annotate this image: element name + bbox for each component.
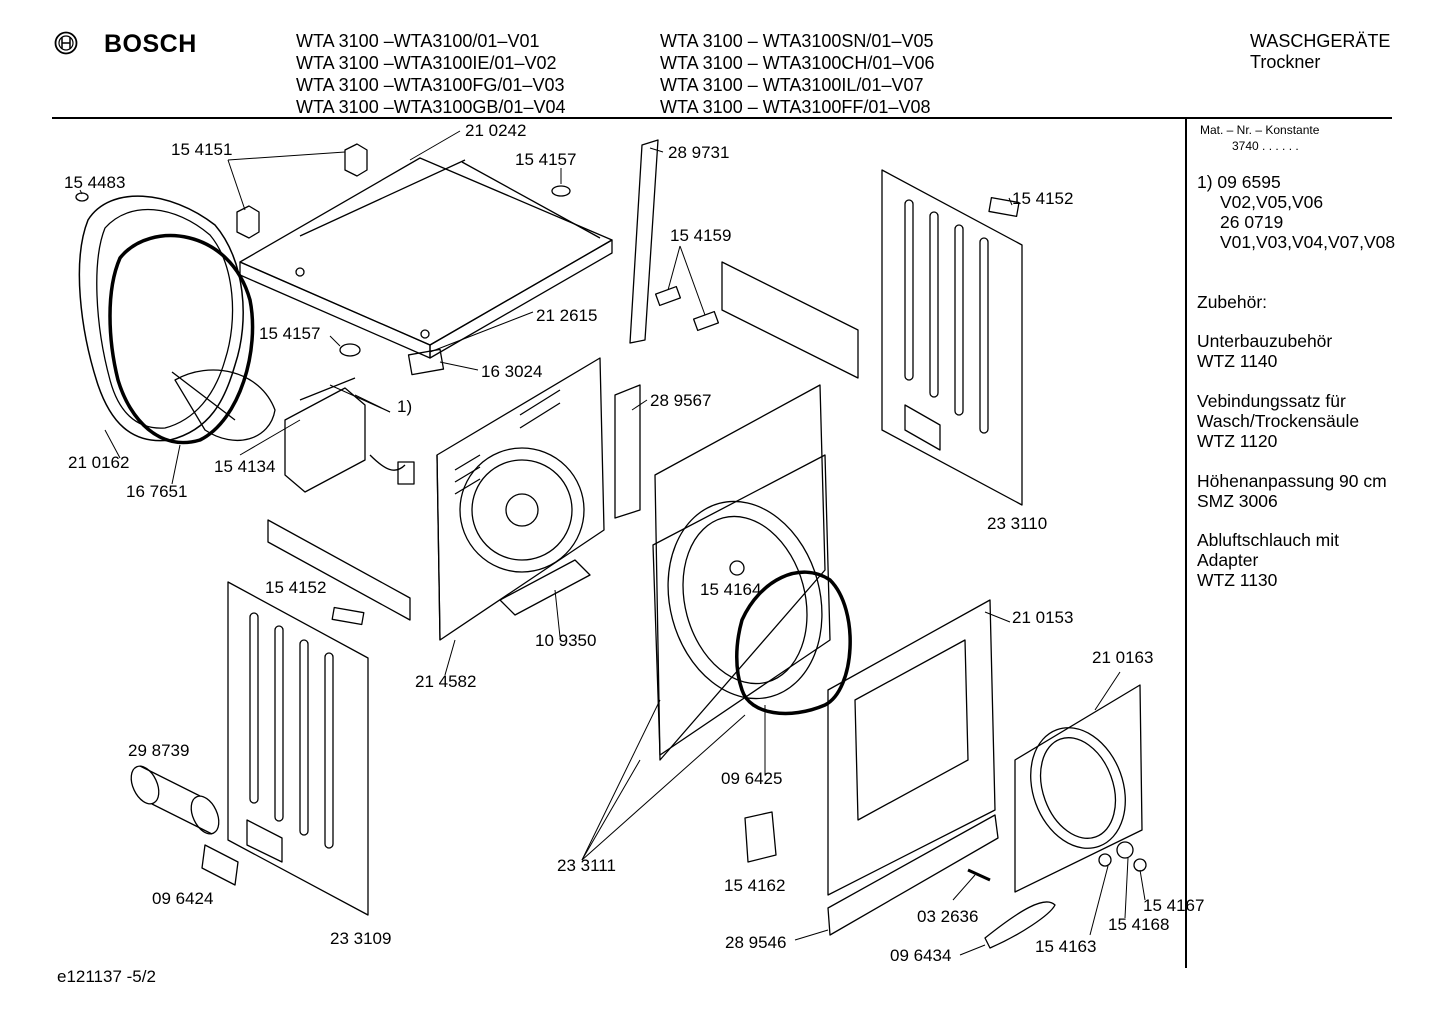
pin-part: [692, 310, 720, 332]
model-line: WTA 3100 – WTA3100SN/01–V05: [660, 31, 934, 51]
kickplate-part: [827, 814, 999, 936]
part-label: 16 3024: [481, 362, 543, 381]
part-label: 09 6434: [890, 946, 952, 965]
accessory-3-name: Höhenanpassung 90 cm: [1197, 471, 1387, 491]
note-1: 1) 09 6595: [1197, 172, 1281, 192]
adapter-part: [201, 844, 239, 886]
accessory-4-code: WTZ 1130: [1197, 570, 1278, 590]
hinge-bracket-part: [236, 143, 368, 239]
subcategory: Trockner: [1250, 52, 1321, 72]
pad-part: [988, 197, 1020, 217]
part-label: 1): [397, 397, 413, 416]
part-label: 15 4168: [1108, 915, 1170, 934]
part-label: 10 9350: [535, 631, 597, 650]
side-panel-left-part: [227, 581, 369, 916]
part-label: 15 4162: [724, 876, 786, 895]
part-label: 15 4164: [700, 580, 762, 599]
model-line: WTA 3100 –WTA3100FG/01–V03: [296, 75, 565, 95]
side-panel-right-part: [881, 169, 1023, 506]
bracket-part: [407, 348, 445, 376]
knob-part: [1098, 853, 1112, 867]
model-line: WTA 3100 –WTA3100GB/01–V04: [296, 97, 566, 117]
part-label: 15 4159: [670, 226, 732, 245]
bosch-logo-icon: [54, 31, 78, 55]
part-label: 21 0162: [68, 453, 130, 472]
door-seal-part: [735, 570, 852, 716]
ring-part: [1116, 841, 1134, 859]
part-label: 28 9567: [650, 391, 712, 410]
accessory-1-name: Unterbauzubehör: [1197, 331, 1333, 351]
part-label: 21 0242: [465, 121, 527, 140]
part-label: 15 4152: [265, 578, 327, 597]
pad-part: [331, 606, 365, 626]
part-label: 15 4152: [1012, 189, 1074, 208]
top-cover-part: [239, 157, 613, 359]
note-2: 26 0719: [1220, 212, 1284, 232]
part-label: 23 3111: [557, 856, 616, 875]
cross-rail-part: [721, 261, 859, 379]
clip-part: [551, 185, 571, 197]
category: WASCHGERÄTE: [1250, 31, 1391, 51]
accessory-3-code: SMZ 3006: [1197, 491, 1278, 511]
part-label: 23 3110: [987, 514, 1048, 533]
front-frame-part: [652, 384, 831, 761]
note-1-variants: V02,V05,V06: [1220, 192, 1324, 212]
control-module-part: [284, 377, 415, 493]
clip-part: [339, 343, 361, 357]
guide-part: [614, 384, 641, 519]
accessory-4-name-2: Adapter: [1197, 550, 1259, 570]
part-label: 15 4167: [1143, 896, 1205, 915]
model-line: WTA 3100 –WTA3100IE/01–V02: [296, 53, 557, 73]
mat-label: Mat. – Nr. – Konstante: [1200, 123, 1320, 137]
micro-switch-part: [744, 811, 777, 863]
note-2-variants: V01,V03,V04,V07,V08: [1220, 232, 1396, 252]
model-line: WTA 3100 – WTA3100CH/01–V06: [660, 53, 935, 73]
drum-part: [78, 195, 276, 445]
part-label: 03 2636: [917, 907, 979, 926]
part-label: 15 4157: [515, 150, 577, 169]
accessory-2-name: Vebindungssatz für: [1197, 391, 1346, 411]
part-label: 23 3109: [330, 929, 392, 948]
brand-name: BOSCH: [104, 30, 197, 58]
part-label: 21 0163: [1092, 648, 1154, 667]
screw-part: [967, 868, 991, 882]
part-label: 15 4134: [214, 457, 276, 476]
rail-part: [267, 519, 411, 621]
ring-part: [1133, 858, 1147, 872]
accessories-heading: Zubehör:: [1197, 292, 1268, 312]
part-label: 15 4483: [64, 173, 126, 192]
accessory-2-code: WTZ 1120: [1197, 431, 1278, 451]
part-label: 09 6425: [721, 769, 783, 788]
part-label: 21 2615: [536, 306, 598, 325]
door-part: [1014, 684, 1143, 893]
accessory-4-name: Abluftschlauch mit: [1197, 530, 1340, 550]
model-list-1: WTA 3100 –WTA3100/01–V01 WTA 3100 –WTA31…: [296, 30, 565, 118]
screw-part: [75, 192, 89, 202]
part-label: 15 4151: [171, 140, 233, 159]
model-list-2: WTA 3100 – WTA3100SN/01–V05 WTA 3100 – W…: [660, 30, 934, 118]
mat-value: 3740 . . . . . .: [1232, 139, 1299, 153]
part-label: 15 4157: [259, 324, 321, 343]
part-label: 28 9546: [725, 933, 787, 952]
vertical-strut-part: [629, 139, 659, 344]
part-label: 29 8739: [128, 741, 190, 760]
model-line: WTA 3100 – WTA3100FF/01–V08: [660, 97, 931, 117]
front-panel-part: [827, 599, 996, 896]
rear-panel-part: [436, 357, 605, 641]
document-id: e121137 -5/2: [57, 967, 156, 986]
accessory-1-code: WTZ 1140: [1197, 351, 1278, 371]
door-seal-strip-part: [984, 901, 1056, 949]
model-line: WTA 3100 – WTA3100IL/01–V07: [660, 75, 924, 95]
model-line: WTA 3100 –WTA3100/01–V01: [296, 31, 540, 51]
part-label: 28 9731: [668, 143, 730, 162]
part-label: 15 4163: [1035, 937, 1097, 956]
accessory-2-name-2: Wasch/Trockensäule: [1197, 411, 1360, 431]
part-label: 21 0153: [1012, 608, 1074, 627]
exhaust-hose-part: [130, 765, 220, 835]
part-label: 09 6424: [152, 889, 214, 908]
part-label: 16 7651: [126, 482, 188, 501]
pin-part: [654, 285, 682, 307]
part-label: 21 4582: [415, 672, 477, 691]
